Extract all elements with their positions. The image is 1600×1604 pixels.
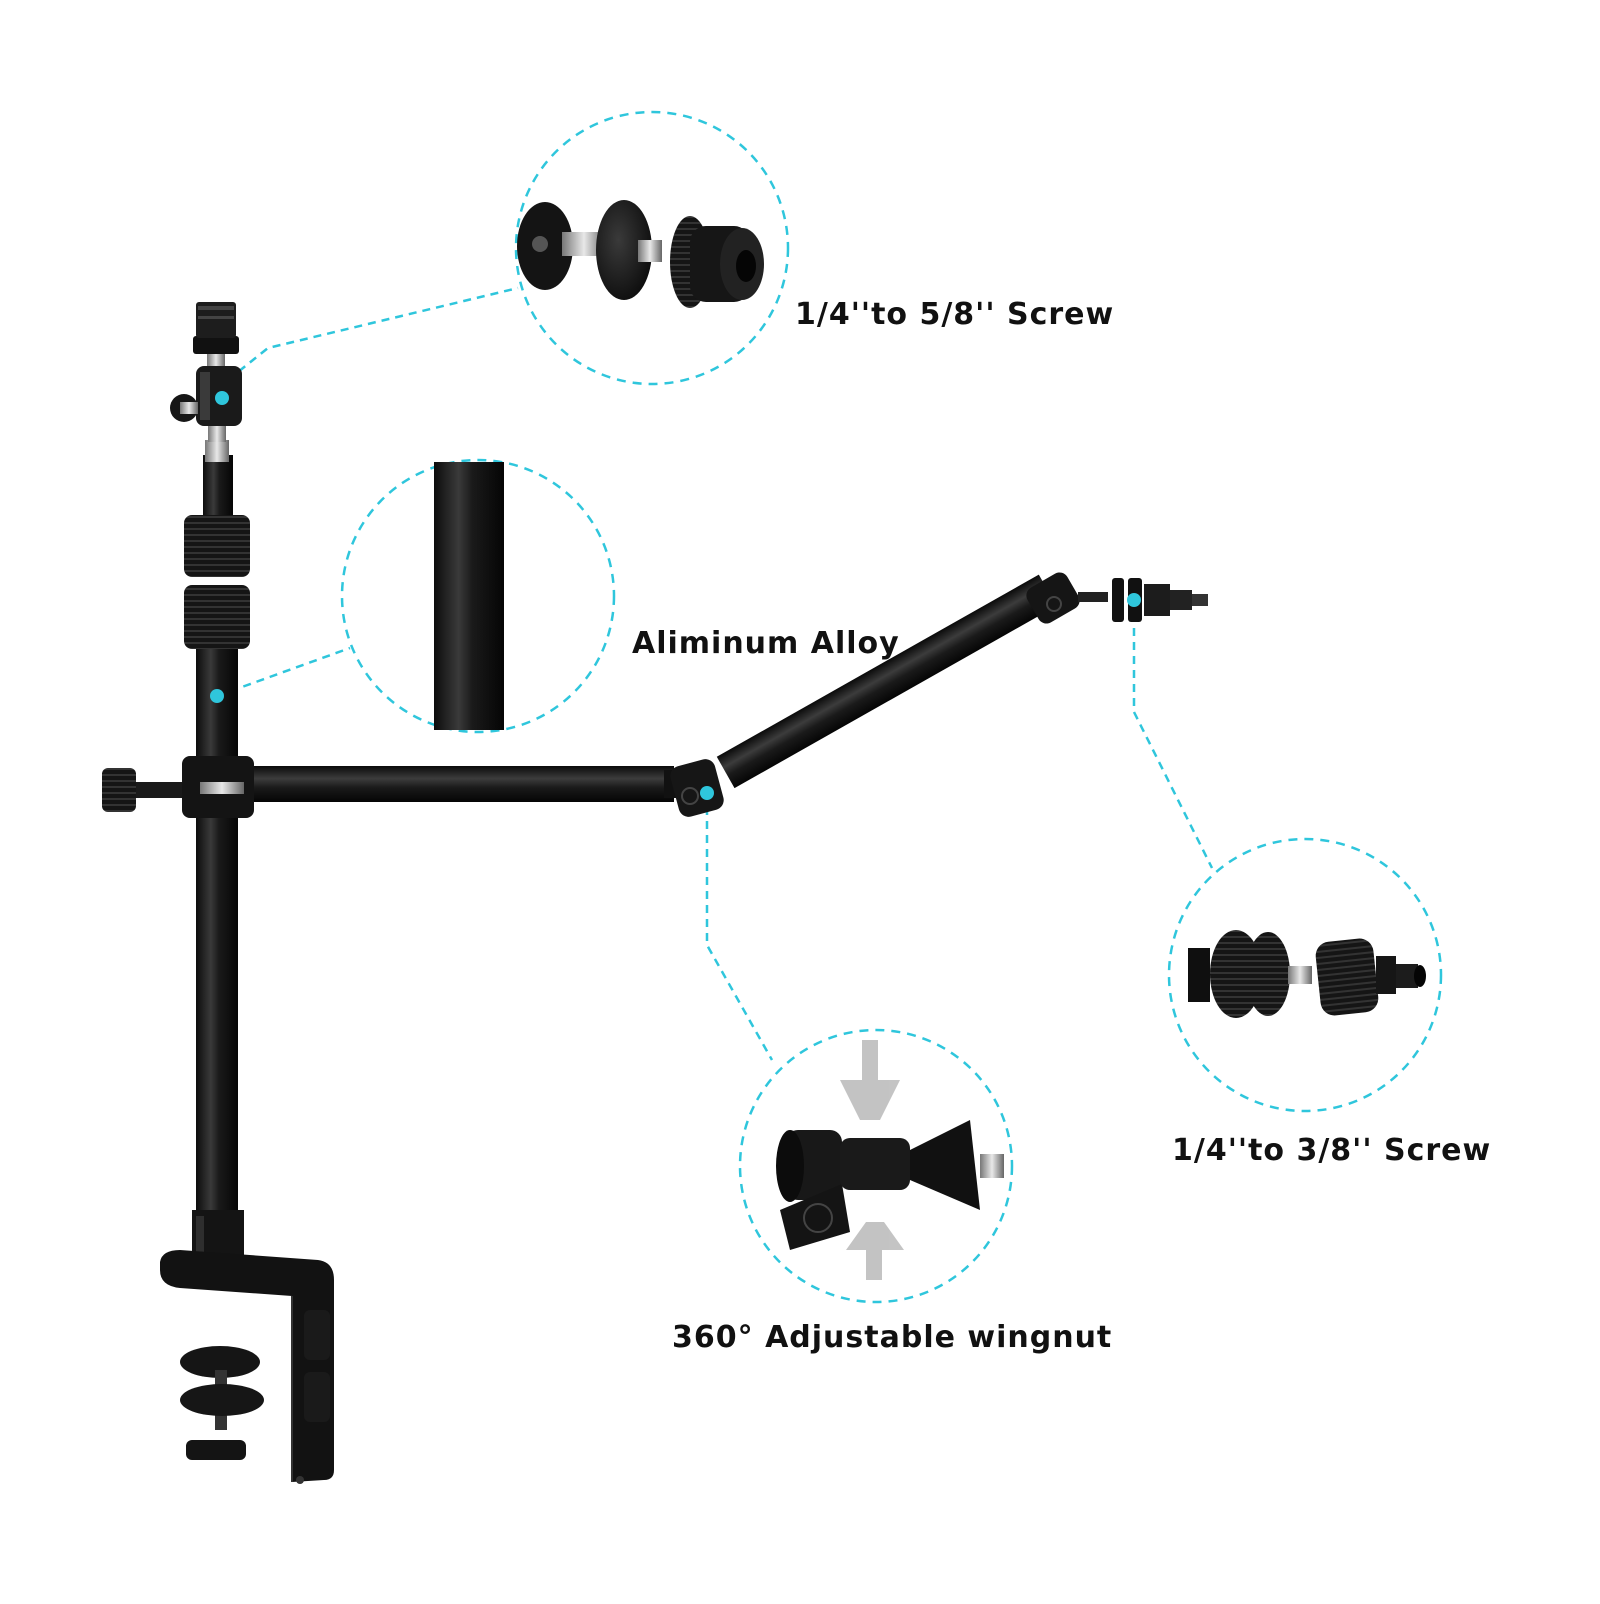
callout-circle-top-adapter (514, 110, 790, 386)
wingnut-joint-detail (776, 1040, 1004, 1280)
marker-dot-top-adapter (215, 391, 229, 405)
marker-dot-joint (700, 786, 714, 800)
leader-lines (216, 286, 1214, 1061)
desk-clamp (160, 1210, 334, 1484)
screw-adapter-3-8-detail (1188, 930, 1426, 1018)
callout-circle-pole (340, 458, 616, 734)
label-top-adapter: 1/4''to 5/8'' Screw (795, 297, 1115, 332)
marker-dot-pole (210, 689, 224, 703)
label-pole-material: Aliminum Alloy (632, 626, 900, 661)
vertical-pole (184, 440, 250, 1210)
horizontal-arm (254, 766, 680, 802)
twist-lock-lower (184, 585, 250, 649)
screw-adapter-5-8-detail (517, 200, 764, 308)
aluminum-tube-detail (434, 462, 504, 730)
arm-joint (670, 759, 724, 817)
marker-dots (210, 391, 1141, 800)
label-end-adapter: 1/4''to 3/8'' Screw (1172, 1133, 1492, 1168)
callout-circle-end-adapter (1167, 837, 1443, 1113)
angled-arm (716, 574, 1057, 789)
twist-lock-upper (184, 515, 250, 577)
end-joint (1026, 572, 1208, 624)
callout-circle-joint (738, 1028, 1014, 1304)
clamp-knob (102, 768, 136, 812)
cross-clamp (102, 756, 254, 818)
top-ball-head (170, 302, 242, 442)
label-joint: 360° Adjustable wingnut (672, 1320, 1113, 1355)
marker-dot-end-adapter (1127, 593, 1141, 607)
